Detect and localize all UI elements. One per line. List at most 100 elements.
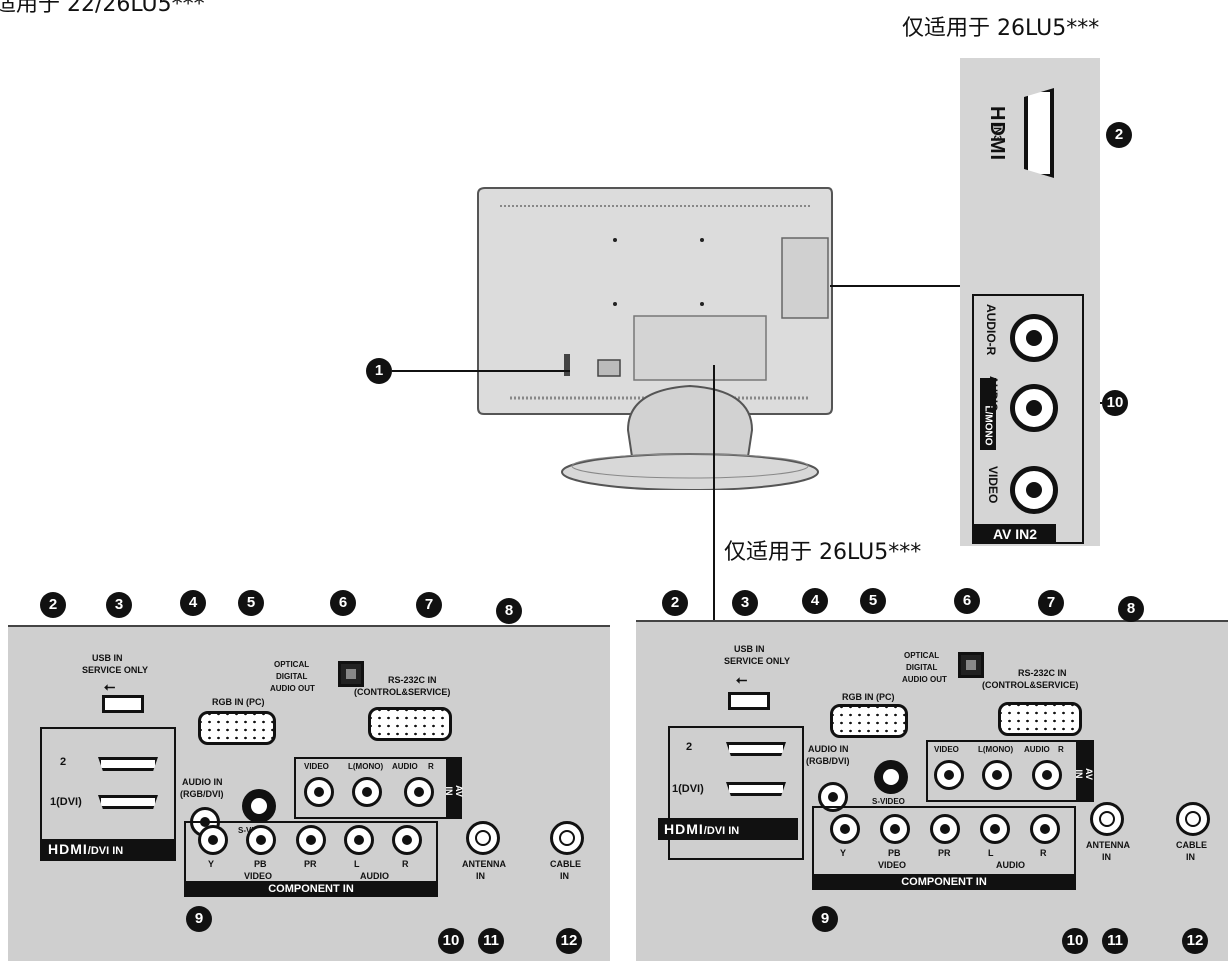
right-digital-label: DIGITAL [906, 663, 938, 672]
callout-7-left: 7 [416, 592, 442, 618]
left-service-only-label: SERVICE ONLY [82, 665, 149, 675]
right-av-in-tag: AV IN [1074, 740, 1094, 802]
right-cable-in-label: IN [1186, 852, 1195, 862]
right-component-in-label: COMPONENT IN [812, 874, 1076, 890]
left-comp-pr-jack[interactable] [296, 825, 326, 855]
left-antenna-label: ANTENNA [462, 859, 506, 869]
left-component-in-label: COMPONENT IN [184, 881, 438, 897]
right-rs232c-port[interactable] [998, 702, 1082, 736]
left-hdmi-2-label: 2 [60, 756, 67, 768]
side-hdmi-in3-label: IN3 [991, 124, 1003, 142]
side-audio-r-jack[interactable] [1010, 314, 1058, 362]
right-comp-y-jack[interactable] [830, 814, 860, 844]
side-hdmi-port[interactable] [1024, 88, 1054, 178]
right-av-r-label: R [1058, 745, 1064, 754]
left-optical-port[interactable] [338, 661, 364, 687]
right-hdmi-2-port[interactable] [726, 742, 786, 756]
left-av-audio-label: AUDIO [392, 762, 418, 771]
right-comp-l-jack[interactable] [980, 814, 1010, 844]
right-av-audio-label: AUDIO [1024, 745, 1050, 754]
right-comp-pr-label: PR [938, 848, 951, 858]
left-audio-out-label: AUDIO OUT [270, 684, 315, 693]
right-usb-port[interactable] [728, 692, 770, 710]
left-control-service-label: (CONTROL&SERVICE) [354, 687, 451, 697]
left-av-video-jack[interactable] [304, 777, 334, 807]
right-rgb-in-pc-port[interactable] [830, 704, 908, 738]
left-rs232c-port[interactable] [368, 707, 452, 741]
left-usb-port[interactable] [102, 695, 144, 713]
left-usb-symbol-icon: ⭠ [104, 679, 116, 695]
side-audio-l-jack[interactable] [1010, 384, 1058, 432]
callout-9-left: 9 [186, 906, 212, 932]
right-audio-out-label: AUDIO OUT [902, 675, 947, 684]
tv-rear-illustration [477, 187, 833, 490]
left-audio-in-label: AUDIO IN [182, 777, 223, 787]
left-comp-pr-label: PR [304, 859, 317, 869]
left-cable-in-jack[interactable] [550, 821, 584, 855]
right-comp-audio-label: AUDIO [996, 860, 1025, 870]
left-av-video-label: VIDEO [304, 762, 329, 771]
left-hdmi-2-port[interactable] [98, 757, 158, 771]
right-optical-port[interactable] [958, 652, 984, 678]
left-comp-y-label: Y [208, 859, 215, 869]
callout-4-left: 4 [180, 590, 206, 616]
left-comp-pb-label: PB [254, 859, 267, 869]
right-av-r-jack[interactable] [1032, 760, 1062, 790]
right-usb-in-label: USB IN [734, 644, 765, 654]
right-comp-y-label: Y [840, 848, 847, 858]
left-usb-in-label: USB IN [92, 653, 123, 663]
right-usb-symbol-icon: ⭠ [736, 672, 748, 688]
right-hdmi-1-label: 1(DVI) [672, 783, 704, 795]
left-hdmi-box [40, 727, 176, 861]
right-hdmi-1-port[interactable] [726, 782, 786, 796]
right-comp-r-jack[interactable] [1030, 814, 1060, 844]
right-antenna-in-jack[interactable] [1090, 802, 1124, 836]
leader-line-rear [713, 365, 715, 620]
caption-middle: 仅适用于 26LU5*** [724, 540, 922, 565]
right-av-l-jack[interactable] [982, 760, 1012, 790]
left-hdmi-dvi-in-label: HDMI/DVI IN [42, 839, 174, 859]
callout-6-left: 6 [330, 590, 356, 616]
right-audio-in-label: AUDIO IN [808, 744, 849, 754]
rear-panel-left: USB IN SERVICE ONLY ⭠ 2 1(DVI) HDMI/DVI … [8, 625, 610, 961]
left-antenna-in-jack[interactable] [466, 821, 500, 855]
left-cable-in-label: IN [560, 871, 569, 881]
right-av-video-jack[interactable] [934, 760, 964, 790]
left-comp-r-jack[interactable] [392, 825, 422, 855]
side-l-mono-tag: L/MONO [980, 378, 996, 450]
left-av-r-jack[interactable] [404, 777, 434, 807]
right-optical-label: OPTICAL [904, 651, 940, 660]
right-s-video-jack[interactable] [874, 760, 908, 794]
side-video-jack[interactable] [1010, 466, 1058, 514]
right-comp-pb-jack[interactable] [880, 814, 910, 844]
left-comp-r-label: R [402, 859, 409, 869]
left-rgb-in-pc-port[interactable] [198, 711, 276, 745]
right-cable-label: CABLE [1176, 840, 1207, 850]
callout-12-left: 12 [556, 928, 582, 954]
left-comp-l-jack[interactable] [344, 825, 374, 855]
right-rs232c-label: RS-232C IN [1018, 668, 1067, 678]
right-comp-video-label: VIDEO [878, 860, 907, 870]
callout-2-side: 2 [1106, 122, 1132, 148]
left-comp-pb-jack[interactable] [246, 825, 276, 855]
left-comp-y-jack[interactable] [198, 825, 228, 855]
left-rgb-dvi-label: (RGB/DVI) [180, 789, 224, 799]
right-av-video-label: VIDEO [934, 745, 959, 754]
right-cable-in-jack[interactable] [1176, 802, 1210, 836]
callout-7-right: 7 [1038, 590, 1064, 616]
callout-10-left: 10 [438, 928, 464, 954]
caption-top-right: 仅适用于 26LU5*** [902, 16, 1100, 41]
right-rgb-dvi-label: (RGB/DVI) [806, 756, 850, 766]
callout-8-left: 8 [496, 598, 522, 624]
left-s-video-jack[interactable] [242, 789, 276, 823]
left-av-in-tag: AV IN [444, 757, 464, 819]
right-hdmi-2-label: 2 [686, 741, 693, 753]
left-av-l-jack[interactable] [352, 777, 382, 807]
callout-10-right: 10 [1062, 928, 1088, 954]
left-rs232c-label: RS-232C IN [388, 675, 437, 685]
right-control-service-label: (CONTROL&SERVICE) [982, 680, 1079, 690]
callout-5-left: 5 [238, 590, 264, 616]
callout-8-right: 8 [1118, 596, 1144, 622]
left-hdmi-1-port[interactable] [98, 795, 158, 809]
right-comp-pr-jack[interactable] [930, 814, 960, 844]
